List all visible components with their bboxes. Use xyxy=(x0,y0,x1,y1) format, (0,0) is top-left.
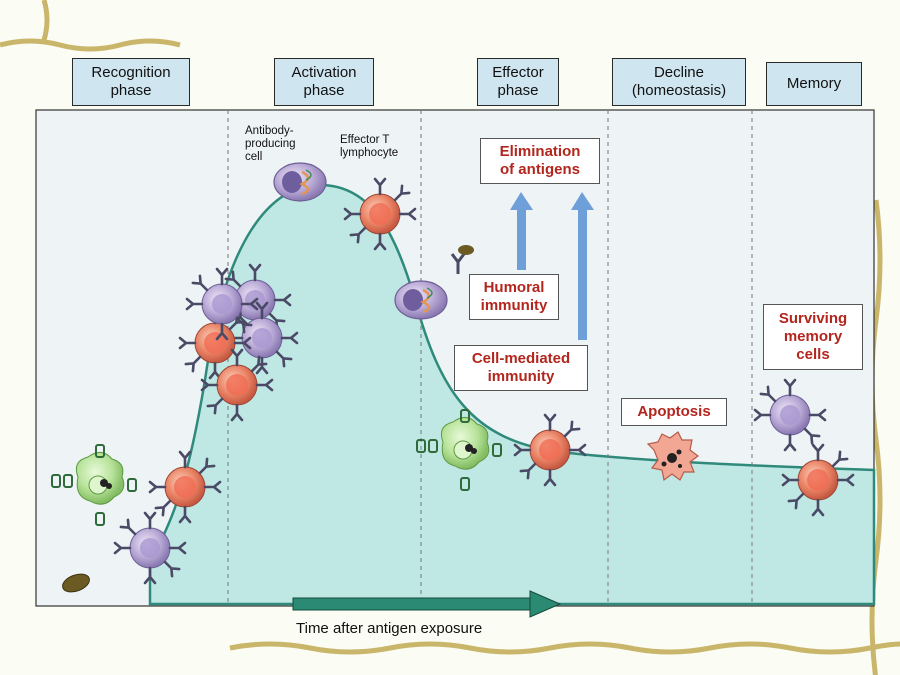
phase-label-line: Recognition xyxy=(91,64,171,81)
phase-label-line: Effector xyxy=(492,64,544,81)
phase-label-line: phase xyxy=(303,82,345,99)
apoptotic-cell xyxy=(646,431,699,482)
phase-label-line: Activation xyxy=(291,64,357,81)
decorative-vine-top xyxy=(0,0,181,52)
phase-label-line: (homeostasis) xyxy=(631,82,727,99)
label-antibody-producing-cell: Antibody- producing cell xyxy=(245,125,296,163)
upward-arrow-cell-mediated xyxy=(571,192,594,340)
time-arrow xyxy=(292,590,562,618)
box-apoptosis: Apoptosis xyxy=(621,398,727,426)
phase-box-memory: Memory xyxy=(766,62,862,106)
x-axis-label: Time after antigen exposure xyxy=(296,620,483,637)
antigen-particle xyxy=(62,573,90,593)
phase-label-line: phase xyxy=(110,82,152,99)
plasma-cell-effector xyxy=(393,279,449,321)
plasma-cell-activation xyxy=(272,161,328,203)
phase-label-line: Decline xyxy=(653,64,704,81)
label-effector-t-lymphocyte: Effector T lymphocyte xyxy=(340,134,399,159)
phase-box-decline: Decline(homeostasis) xyxy=(612,58,746,106)
antibody-with-antigen xyxy=(450,245,474,274)
phase-dividers xyxy=(227,110,753,605)
phase-label-line: Memory xyxy=(786,75,842,92)
upward-arrow-humoral xyxy=(510,192,533,270)
phase-label-line: phase xyxy=(497,82,539,99)
response-curve xyxy=(148,183,876,606)
